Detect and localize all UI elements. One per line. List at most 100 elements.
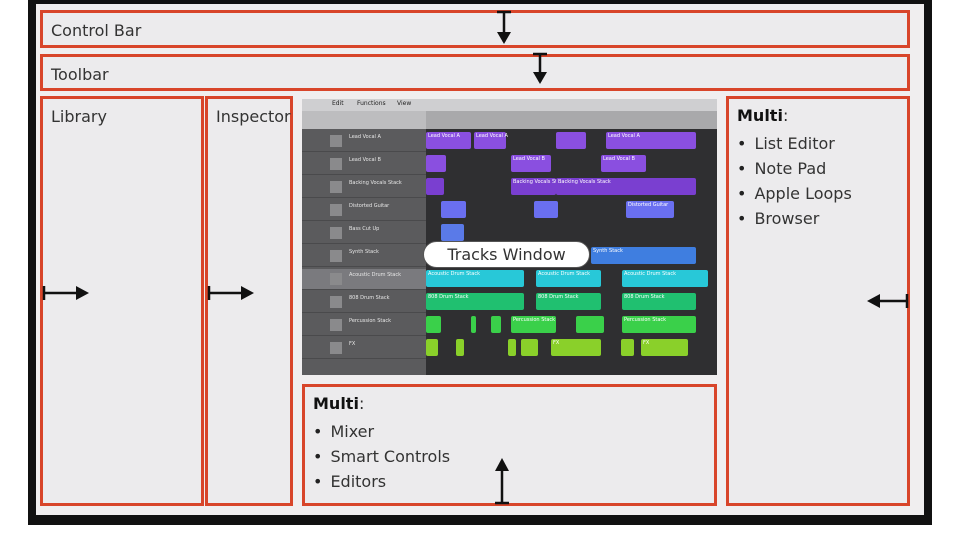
instrument-icon — [330, 250, 342, 262]
left-arrow-icon — [867, 294, 909, 308]
track-region[interactable] — [508, 339, 516, 356]
control-bar-label: Control Bar — [51, 21, 142, 40]
track-name: Lead Vocal A — [349, 134, 381, 140]
track-region[interactable] — [426, 155, 446, 172]
track-header[interactable]: Backing Vocals Stack — [302, 177, 426, 198]
track-region[interactable]: Lead Vocal B — [601, 155, 646, 172]
track-region[interactable] — [521, 339, 538, 356]
track-region[interactable]: FX — [641, 339, 688, 356]
track-region[interactable]: Acoustic Drum Stack — [622, 270, 708, 287]
track-header[interactable]: Percussion Stack — [302, 315, 426, 336]
track-header[interactable]: Distorted Guitar — [302, 200, 426, 221]
track-region[interactable] — [471, 316, 476, 333]
track-region[interactable] — [426, 339, 438, 356]
track-region[interactable]: Backing Vocals Stack — [556, 178, 696, 195]
track-region[interactable]: FX — [551, 339, 601, 356]
track-header[interactable]: Lead Vocal B — [302, 154, 426, 175]
multi-right-list: List Editor Note Pad Apple Loops Browser — [737, 131, 852, 231]
control-bar-region: Control Bar — [40, 10, 910, 48]
track-region[interactable] — [441, 224, 464, 241]
track-region[interactable]: Percussion Stack — [511, 316, 556, 333]
track-headers: Lead Vocal A Lead Vocal B Backing Vocals S… — [302, 129, 426, 375]
track-region[interactable]: Lead Vocal A — [474, 132, 508, 149]
list-item: Editors — [313, 469, 450, 494]
track-region[interactable] — [534, 201, 558, 218]
down-arrow-icon — [497, 10, 511, 44]
track-name: Distorted Guitar — [349, 203, 390, 209]
instrument-icon — [330, 181, 342, 193]
region-name: Acoustic Drum Stack — [624, 271, 676, 277]
tracks-menu-bar: Edit Functions View — [302, 99, 717, 111]
track-region[interactable] — [456, 339, 464, 356]
region-name: Backing Vocals Stack — [558, 179, 611, 185]
region-name: Percussion Stack — [624, 317, 667, 323]
track-name: Percussion Stack — [349, 318, 392, 324]
list-item: Smart Controls — [313, 444, 450, 469]
track-region[interactable] — [426, 178, 444, 195]
track-header[interactable]: Acoustic Drum Stack — [302, 269, 426, 290]
track-header[interactable]: Synth Stack — [302, 246, 426, 267]
track-name: Lead Vocal B — [349, 157, 381, 163]
region-name: FX — [553, 340, 560, 346]
edit-menu: Edit — [332, 100, 344, 107]
track-region[interactable]: Acoustic Drum Stack — [536, 270, 601, 287]
list-item: Apple Loops — [737, 181, 851, 206]
region-name: Lead Vocal A — [476, 133, 508, 139]
list-item: Note Pad — [737, 156, 852, 181]
inspector-label: Inspector — [216, 107, 291, 126]
track-region[interactable]: Synth Stack — [591, 247, 696, 264]
track-region[interactable] — [491, 316, 501, 333]
track-header[interactable]: FX — [302, 338, 426, 359]
track-name: 808 Drum Stack — [349, 295, 390, 301]
track-region[interactable]: Acoustic Drum Stack — [426, 270, 524, 287]
toolbar-label: Toolbar — [51, 65, 109, 84]
track-name: Synth Stack — [349, 249, 379, 255]
track-region[interactable]: Lead Vocal B — [511, 155, 551, 172]
region-name: Lead Vocal A — [608, 133, 640, 139]
track-name: Bass Cut Up — [349, 226, 380, 232]
track-region[interactable]: 808 Drum Stack — [622, 293, 696, 310]
instrument-icon — [330, 135, 342, 147]
instrument-icon — [330, 273, 342, 285]
track-region[interactable] — [621, 339, 634, 356]
list-item: Browser — [737, 206, 852, 231]
region-name: Acoustic Drum Stack — [428, 271, 480, 277]
track-header[interactable]: 808 Drum Stack — [302, 292, 426, 313]
region-name: Lead Vocal B — [513, 156, 545, 162]
track-region[interactable] — [556, 132, 586, 149]
region-name: 808 Drum Stack — [428, 294, 469, 300]
track-region[interactable]: Distorted Guitar — [626, 201, 674, 218]
toolbar-region: Toolbar — [40, 54, 910, 91]
library-label: Library — [51, 107, 107, 126]
track-name: Backing Vocals Stack — [349, 180, 402, 186]
down-arrow-icon — [533, 52, 547, 84]
region-name: Distorted Guitar — [628, 202, 669, 208]
region-name: Lead Vocal B — [603, 156, 635, 162]
region-name: Lead Vocal A — [428, 133, 460, 139]
track-header[interactable]: Bass Cut Up — [302, 223, 426, 244]
list-item: Mixer — [313, 419, 450, 444]
inspector-region: Inspector — [205, 96, 293, 506]
track-region[interactable]: Backing Vocals Stack — [511, 178, 566, 195]
multi-right-title: Multi: — [737, 106, 789, 125]
library-region: Library — [40, 96, 204, 506]
track-region[interactable]: 808 Drum Stack — [536, 293, 601, 310]
track-region[interactable] — [426, 316, 441, 333]
track-region[interactable]: Percussion Stack — [622, 316, 696, 333]
track-region[interactable]: 808 Drum Stack — [426, 293, 524, 310]
track-region[interactable]: Lead Vocal A — [606, 132, 696, 149]
instrument-icon — [330, 319, 342, 331]
track-header[interactable]: Lead Vocal A — [302, 131, 426, 152]
instrument-icon — [330, 204, 342, 216]
track-region[interactable] — [576, 316, 604, 333]
multi-bottom-region: Multi: Mixer Smart Controls Editors — [302, 384, 717, 506]
region-name: Acoustic Drum Stack — [538, 271, 590, 277]
multi-bottom-list: Mixer Smart Controls Editors — [313, 419, 450, 494]
view-menu: View — [397, 100, 412, 107]
region-name: Percussion Stack — [513, 317, 556, 323]
track-name: FX — [349, 341, 356, 347]
instrument-icon — [330, 296, 342, 308]
region-name: Backing Vocals Stack — [513, 179, 566, 185]
track-region[interactable]: Lead Vocal A — [426, 132, 471, 149]
track-region[interactable] — [441, 201, 466, 218]
